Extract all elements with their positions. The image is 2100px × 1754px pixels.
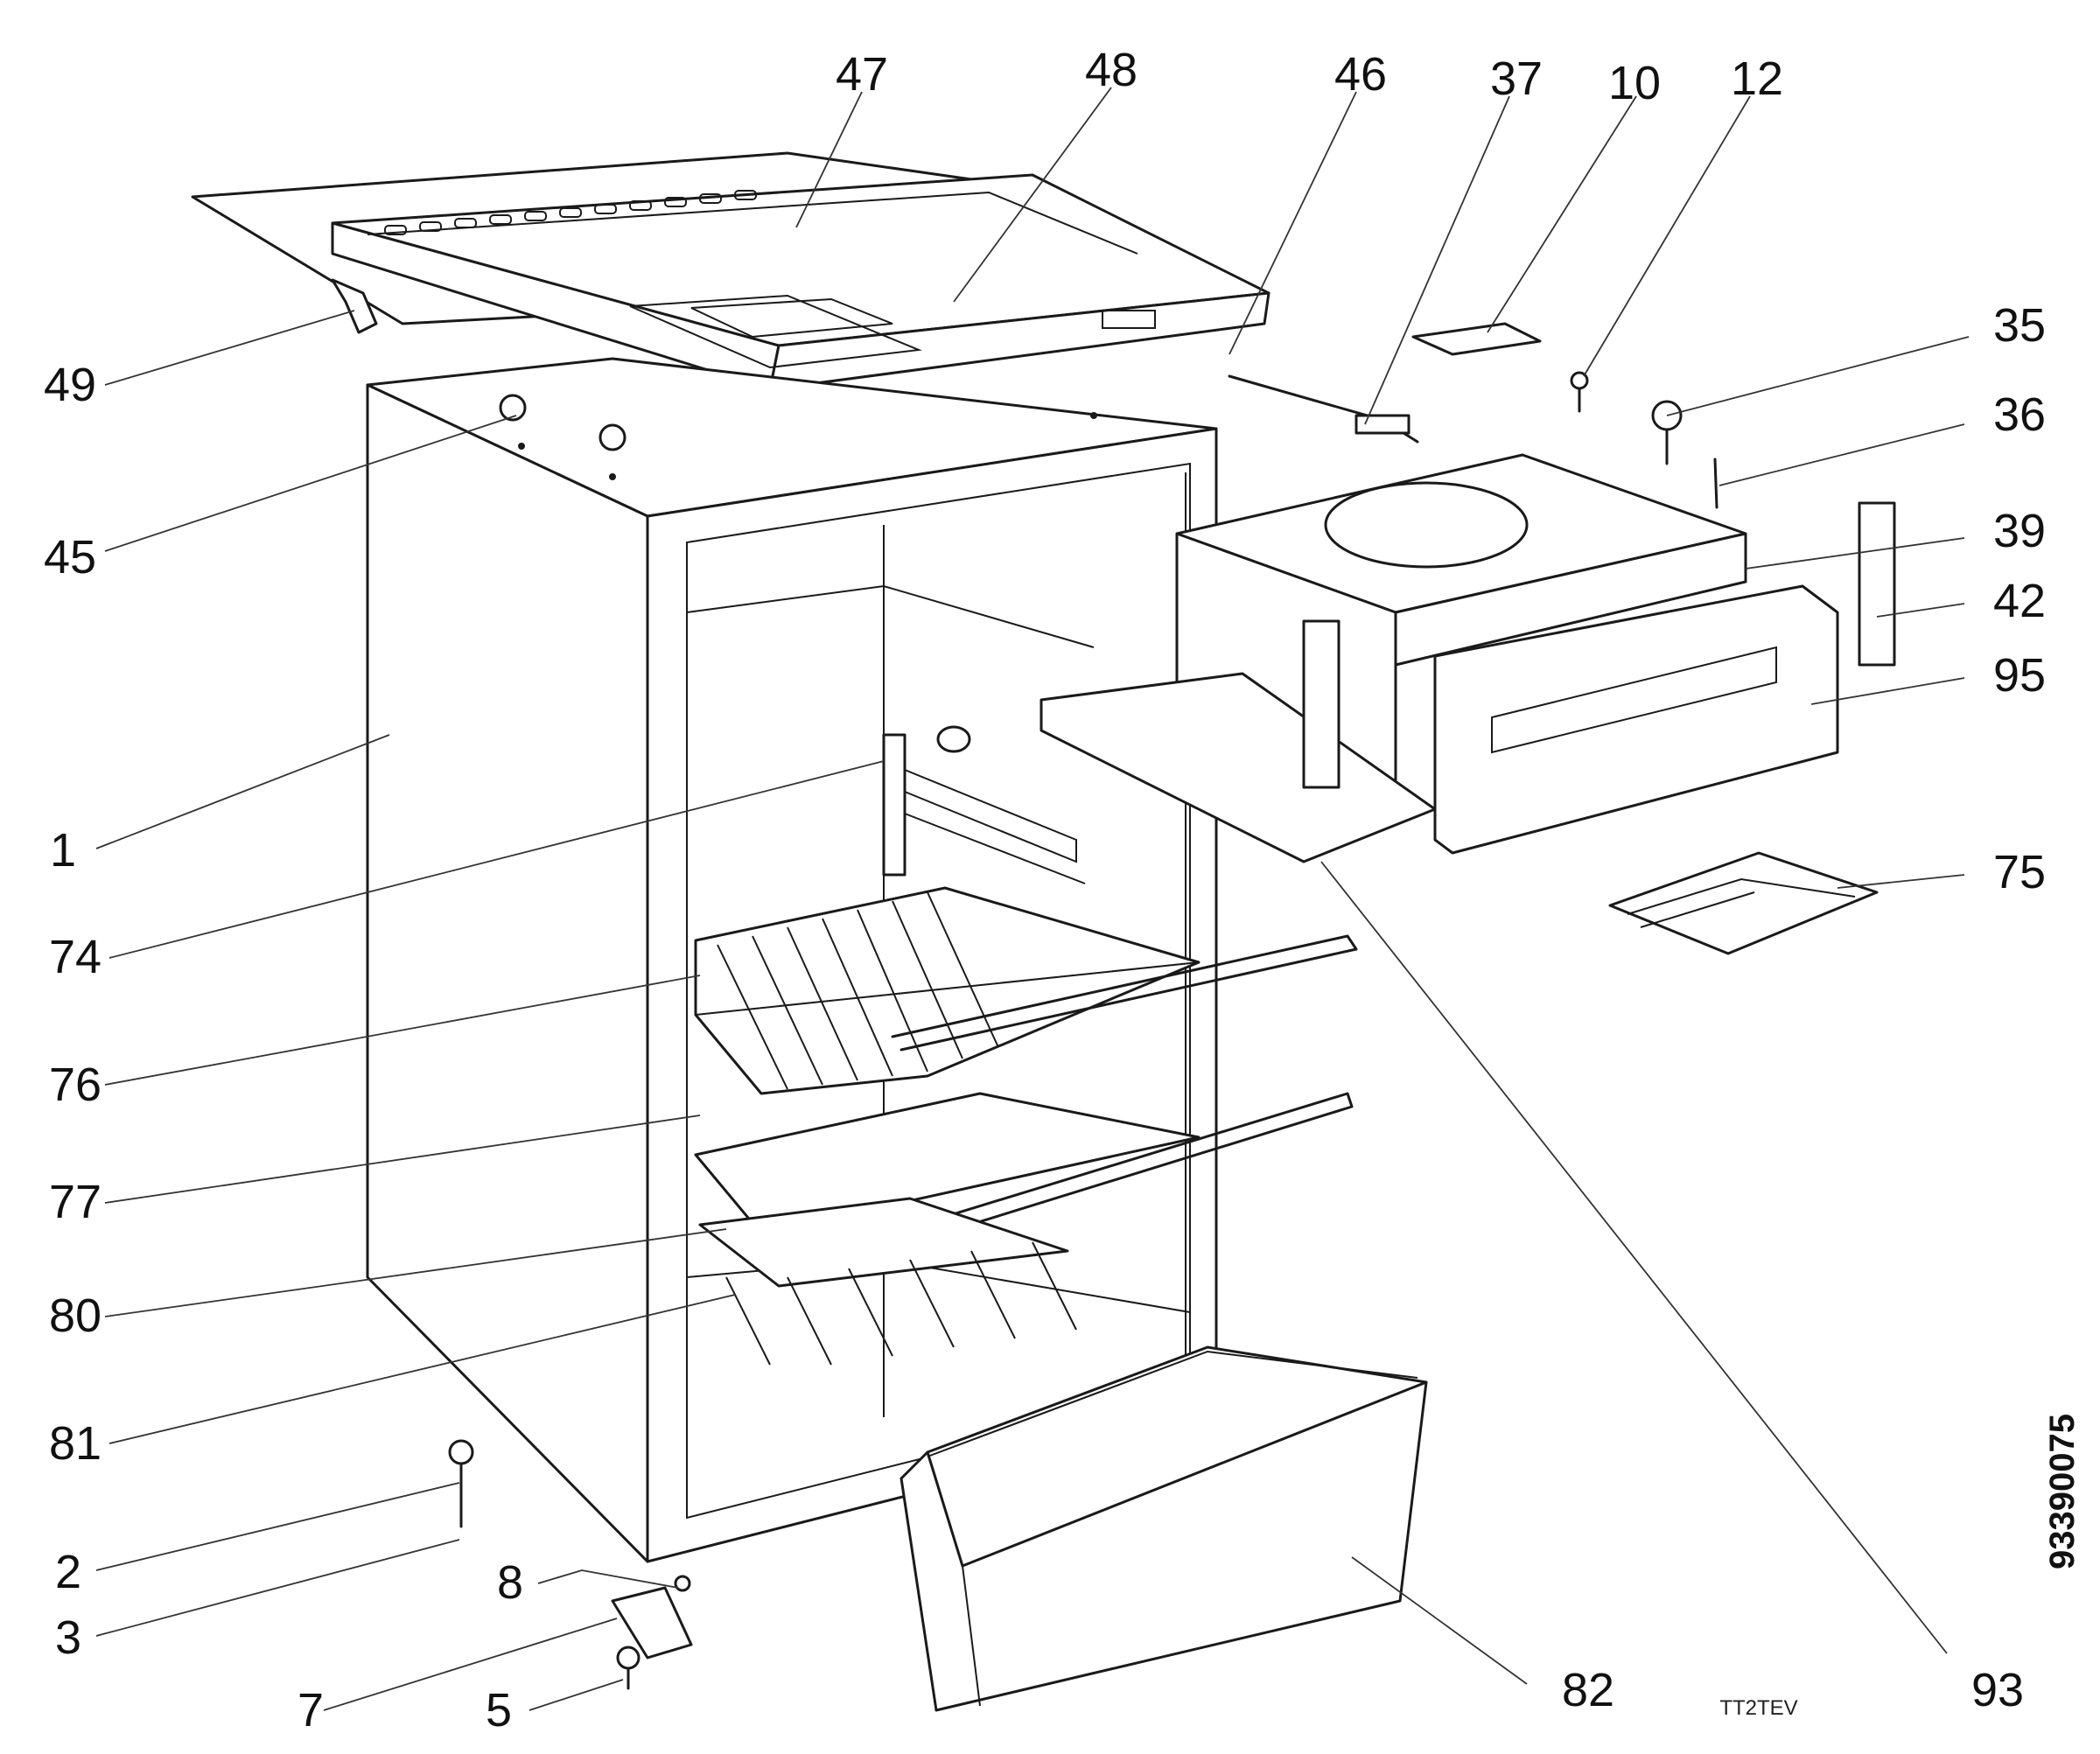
bracket-10 bbox=[1411, 322, 1542, 356]
callout-2: 2 bbox=[55, 1546, 81, 1598]
model-code: TT2TEV bbox=[1719, 1696, 1797, 1720]
callout-5: 5 bbox=[486, 1684, 512, 1737]
callout-82: 82 bbox=[1562, 1664, 1614, 1716]
callout-47: 47 bbox=[836, 48, 888, 101]
callout-93: 93 bbox=[1971, 1664, 2024, 1716]
callout-1: 1 bbox=[50, 824, 76, 877]
small-hardware bbox=[331, 278, 1718, 1690]
top-panel-vents bbox=[384, 190, 757, 235]
callout-95: 95 bbox=[1993, 649, 2046, 702]
glass-shelf bbox=[694, 1092, 1354, 1240]
freezer-compartment bbox=[1040, 453, 1747, 863]
crisper-cover bbox=[698, 1197, 1077, 1366]
door-hinge bbox=[1858, 501, 1896, 667]
callout-12: 12 bbox=[1731, 52, 1783, 105]
callout-77: 77 bbox=[49, 1176, 102, 1228]
callout-76: 76 bbox=[49, 1059, 102, 1111]
callout-80: 80 bbox=[49, 1289, 102, 1342]
callout-81: 81 bbox=[49, 1417, 102, 1470]
top-panel bbox=[191, 151, 1270, 391]
callout-8: 8 bbox=[497, 1556, 523, 1609]
callout-36: 36 bbox=[1993, 388, 2046, 441]
callout-75: 75 bbox=[1993, 846, 2046, 898]
wire-shelf bbox=[694, 886, 1358, 1095]
drawing-artwork bbox=[191, 151, 1896, 1712]
callout-10: 10 bbox=[1608, 57, 1661, 109]
callout-49: 49 bbox=[44, 359, 96, 411]
callout-37: 37 bbox=[1490, 52, 1543, 105]
callouts: 47 48 46 37 10 12 35 36 39 42 95 75 93 4… bbox=[44, 44, 2082, 1737]
callout-74: 74 bbox=[49, 931, 102, 983]
callout-46: 46 bbox=[1334, 48, 1387, 101]
callout-3: 3 bbox=[55, 1611, 81, 1664]
thermostat-knob bbox=[882, 725, 1086, 884]
ice-tray bbox=[1608, 851, 1879, 955]
callout-42: 42 bbox=[1993, 575, 2046, 627]
freezer-door bbox=[1302, 584, 1839, 855]
callout-7: 7 bbox=[298, 1684, 324, 1737]
callout-39: 39 bbox=[1993, 505, 2046, 557]
drawing-number: 93390075 bbox=[2043, 1414, 2082, 1569]
callout-35: 35 bbox=[1993, 299, 2046, 352]
leader-lines bbox=[95, 87, 1970, 1711]
crisper-drawer bbox=[900, 1345, 1428, 1712]
callout-45: 45 bbox=[44, 531, 96, 584]
callout-48: 48 bbox=[1085, 44, 1138, 96]
